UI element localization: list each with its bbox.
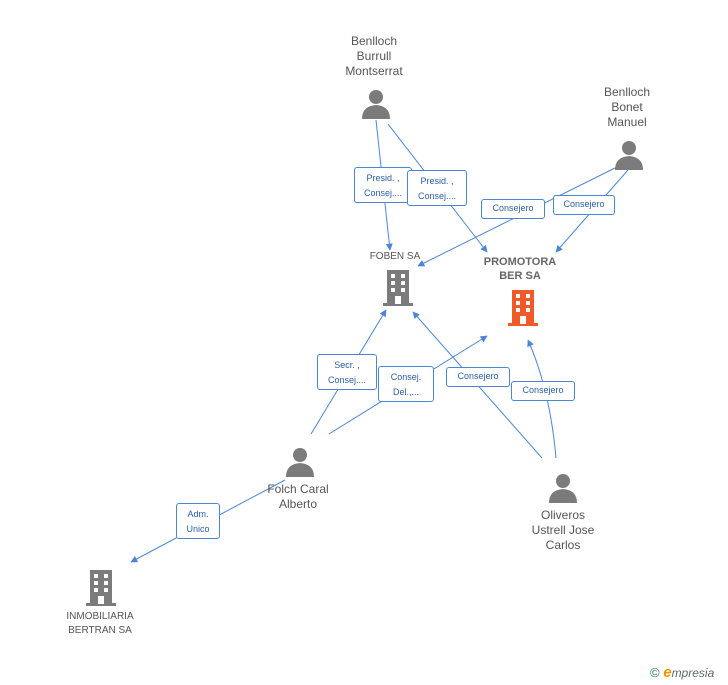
- edge-label-burrull-foben[interactable]: Presid. , Consej....: [354, 167, 412, 203]
- edge-label-folch-foben[interactable]: Secr. , Consej....: [317, 354, 377, 390]
- brand-logo: empresia: [663, 664, 715, 681]
- edge-label-bonet-foben[interactable]: Consejero: [481, 199, 545, 219]
- edge-label-folch-inmobiliaria[interactable]: Adm. Unico: [176, 503, 220, 539]
- company-label-promotora[interactable]: PROMOTORA BER SA: [483, 256, 557, 282]
- person-label-oliveros[interactable]: Oliveros Ustrell Jose Carlos: [531, 508, 595, 552]
- company-label-inmobiliaria[interactable]: INMOBILIARIA BERTRAN SA: [66, 611, 134, 636]
- person-label-benlloch-burrull[interactable]: Benlloch Burrull Montserrat: [345, 34, 403, 78]
- person-icon[interactable]: [613, 139, 645, 176]
- brand-name: mpresia: [671, 666, 715, 680]
- person-label-benlloch-bonet[interactable]: Benlloch Bonet Manuel: [603, 85, 651, 129]
- edge-label-burrull-promotora[interactable]: Presid. , Consej....: [407, 170, 467, 206]
- edge-label-oliveros-foben[interactable]: Consejero: [446, 367, 510, 387]
- edge-label-folch-promotora[interactable]: Consej. Del.,...: [378, 366, 434, 402]
- person-icon[interactable]: [284, 446, 316, 483]
- person-icon[interactable]: [547, 472, 579, 509]
- building-icon-highlighted[interactable]: [508, 290, 538, 331]
- person-label-folch[interactable]: Folch Caral Alberto: [267, 482, 329, 511]
- brand-initial: e: [663, 664, 672, 681]
- company-label-foben[interactable]: FOBEN SA: [369, 251, 421, 262]
- building-icon[interactable]: [86, 570, 116, 611]
- copyright-symbol: ©: [650, 665, 660, 680]
- person-icon[interactable]: [360, 88, 392, 125]
- building-icon[interactable]: [383, 270, 413, 311]
- edge-label-oliveros-promotora[interactable]: Consejero: [511, 381, 575, 401]
- copyright-footer: © empresia: [650, 664, 714, 681]
- edge-label-bonet-promotora[interactable]: Consejero: [553, 195, 615, 215]
